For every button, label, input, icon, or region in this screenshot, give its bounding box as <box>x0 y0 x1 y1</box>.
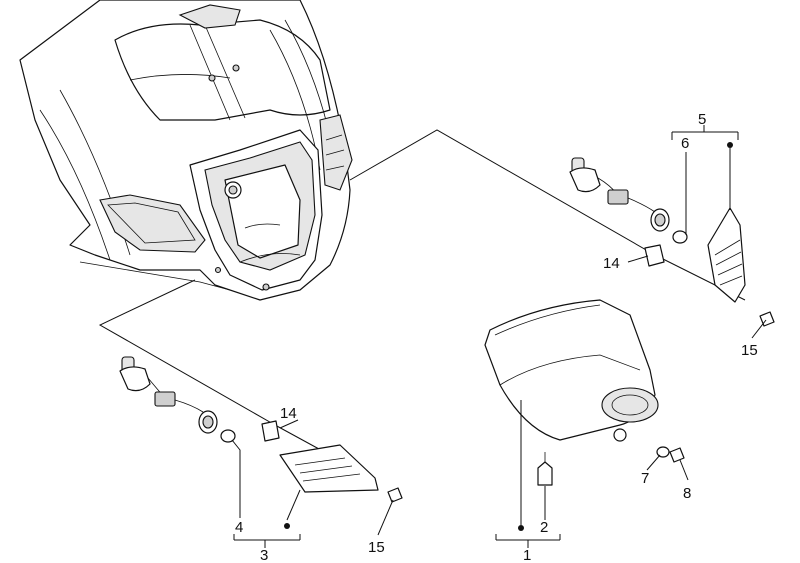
callout-7: 7 <box>641 470 649 487</box>
headlight-screw <box>669 447 685 463</box>
headlight-bulb <box>537 452 553 486</box>
right-bulb-socket-assembly <box>569 157 670 232</box>
right-clip-nut <box>644 244 665 267</box>
headlight-unit <box>484 299 659 442</box>
callout-2: 2 <box>540 519 548 536</box>
right-bulb <box>672 230 688 244</box>
front-shield-body <box>19 0 353 301</box>
callout-15-left: 15 <box>368 539 385 556</box>
callout-14-left: 14 <box>280 405 297 422</box>
headlight-washer <box>656 446 670 458</box>
callout-8: 8 <box>683 485 691 502</box>
assembly-reference-lines <box>98 129 746 456</box>
callout-6: 6 <box>681 135 689 152</box>
callout-5: 5 <box>698 111 706 128</box>
right-screw <box>759 311 775 327</box>
callout-leaders <box>231 125 767 548</box>
callout-3: 3 <box>260 547 268 563</box>
callout-14-right: 14 <box>603 255 620 272</box>
left-bulb-socket-assembly <box>119 356 218 434</box>
left-bulb <box>220 429 236 443</box>
callout-labels: 5 6 14 15 2 1 7 8 14 4 3 15 <box>235 111 758 563</box>
right-lens <box>707 207 746 303</box>
left-clip-nut <box>261 420 280 442</box>
callout-1: 1 <box>523 547 531 563</box>
left-lens <box>279 444 379 493</box>
left-screw <box>387 487 403 503</box>
callout-4: 4 <box>235 519 243 536</box>
callout-15-right: 15 <box>741 342 758 359</box>
